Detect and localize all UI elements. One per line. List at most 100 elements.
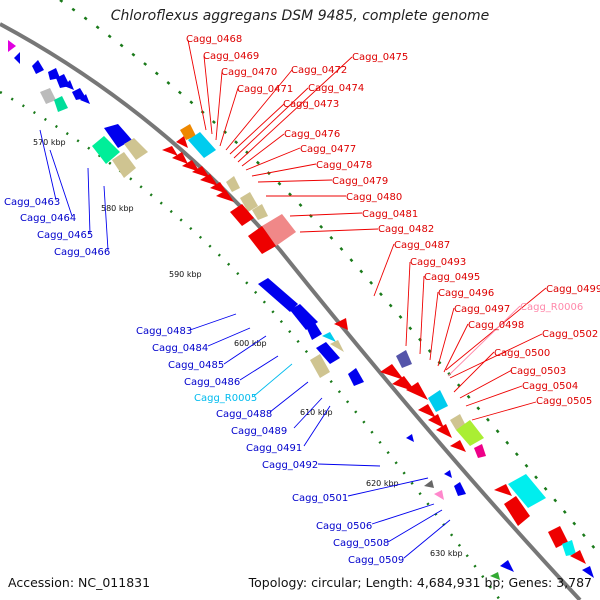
gene-forward xyxy=(262,214,296,246)
gene-forward xyxy=(436,424,452,438)
tick-ring-inner xyxy=(0,90,502,600)
label-cagg-0505: Cagg_0505 xyxy=(536,396,592,407)
gene-reverse xyxy=(14,52,20,64)
gene-reverse xyxy=(112,152,136,178)
gene-reverse xyxy=(322,332,336,342)
gene-forward xyxy=(172,152,188,164)
gene-forward xyxy=(418,404,436,418)
scale-label-580: 580 kbp xyxy=(101,204,134,213)
label-cagg-0487: Cagg_0487 xyxy=(394,240,450,251)
gene-reverse xyxy=(500,560,514,572)
label-cagg-0506: Cagg_0506 xyxy=(316,521,372,532)
gene-forward xyxy=(182,160,200,172)
tick-ring-outer xyxy=(59,0,600,556)
leader-r0006 xyxy=(447,305,521,377)
gene-forward xyxy=(504,496,530,526)
label-cagg-0478: Cagg_0478 xyxy=(316,160,372,171)
reverse-leaders xyxy=(39,129,451,559)
label-cagg-0474: Cagg_0474 xyxy=(308,83,364,94)
gene-reverse xyxy=(406,434,414,442)
label-cagg-0504: Cagg_0504 xyxy=(522,381,578,392)
label-cagg-0493: Cagg_0493 xyxy=(410,257,466,268)
label-cagg-0502: Cagg_0502 xyxy=(542,329,598,340)
label-cagg-0463: Cagg_0463 xyxy=(4,197,60,208)
label-cagg-0473: Cagg_0473 xyxy=(283,99,339,110)
label-cagg-0481: Cagg_0481 xyxy=(362,209,418,220)
gene-forward xyxy=(248,226,276,254)
gene-forward xyxy=(210,182,228,194)
label-cagg-0498: Cagg_0498 xyxy=(468,320,524,331)
label-cagg-r0005: Cagg_R0005 xyxy=(194,393,257,404)
label-cagg-0482: Cagg_0482 xyxy=(378,224,434,235)
gene-reverse xyxy=(124,138,148,160)
label-cagg-0495: Cagg_0495 xyxy=(424,272,480,283)
label-cagg-0485: Cagg_0485 xyxy=(168,360,224,371)
gene-reverse xyxy=(80,94,90,104)
forward-leaders xyxy=(187,39,547,421)
gene-forward xyxy=(176,136,188,148)
label-cagg-0499: Cagg_0499 xyxy=(546,284,600,295)
gene-forward xyxy=(216,190,234,202)
gene-reverse xyxy=(330,340,344,352)
gene-forward xyxy=(428,414,444,428)
gene-forward xyxy=(562,540,576,556)
gene-forward xyxy=(396,350,412,368)
label-cagg-0491: Cagg_0491 xyxy=(246,443,302,454)
gene-forward xyxy=(582,566,594,578)
gene-forward xyxy=(180,124,196,140)
gene-forward xyxy=(252,204,268,220)
label-cagg-0483: Cagg_0483 xyxy=(136,326,192,337)
gene-reverse xyxy=(348,368,364,386)
label-cagg-0500: Cagg_0500 xyxy=(494,348,550,359)
label-cagg-0469: Cagg_0469 xyxy=(203,51,259,62)
forward-label-group: Cagg_0468 Cagg_0469 Cagg_0470 Cagg_0471 … xyxy=(186,34,600,407)
scale-label-590: 590 kbp xyxy=(169,270,202,279)
gene-forward xyxy=(450,440,466,452)
gene-reverse xyxy=(40,88,56,104)
gene-reverse xyxy=(54,96,68,112)
label-cagg-0501: Cagg_0501 xyxy=(292,493,348,504)
scale-label-600: 600 kbp xyxy=(234,339,267,348)
gene-reverse xyxy=(64,80,74,90)
gene-forward xyxy=(334,318,348,330)
label-cagg-0509: Cagg_0509 xyxy=(348,555,404,566)
label-cagg-0477: Cagg_0477 xyxy=(300,144,356,155)
gene-forward xyxy=(240,192,258,212)
gene-reverse xyxy=(48,68,60,80)
gene-reverse xyxy=(304,318,322,340)
label-cagg-r0006: Cagg_R0006 xyxy=(520,302,583,313)
label-cagg-0488: Cagg_0488 xyxy=(216,409,272,420)
gene-forward xyxy=(192,166,210,178)
gene-reverse xyxy=(92,136,120,164)
gene-forward xyxy=(508,474,546,508)
label-cagg-0470: Cagg_0470 xyxy=(221,67,277,78)
gene-forward xyxy=(548,526,568,548)
reverse-label-group: Cagg_0463 Cagg_0464 Cagg_0465 Cagg_0466 … xyxy=(4,197,404,566)
gene-reverse xyxy=(258,278,298,312)
label-cagg-0508: Cagg_0508 xyxy=(333,538,389,549)
gene-reverse xyxy=(444,470,452,478)
label-cagg-0476: Cagg_0476 xyxy=(284,129,340,140)
label-cagg-0465: Cagg_0465 xyxy=(37,230,93,241)
gene-forward xyxy=(406,382,428,400)
gene-forward xyxy=(200,174,218,186)
gene-reverse xyxy=(454,482,466,496)
gene-reverse xyxy=(434,490,444,500)
gene-forward xyxy=(428,390,448,412)
leader-r0005 xyxy=(253,363,293,397)
label-cagg-0472: Cagg_0472 xyxy=(291,65,347,76)
gene-reverse xyxy=(8,40,16,52)
label-cagg-0489: Cagg_0489 xyxy=(231,426,287,437)
scale-label-620: 620 kbp xyxy=(366,479,399,488)
gene-forward xyxy=(380,364,404,380)
gene-forward xyxy=(494,484,512,496)
gene-forward xyxy=(162,146,178,156)
gene-forward xyxy=(570,550,586,564)
gene-forward xyxy=(226,176,240,192)
label-cagg-0471: Cagg_0471 xyxy=(237,84,293,95)
scale-labels: 570 kbp 580 kbp 590 kbp 600 kbp 610 kbp … xyxy=(33,138,463,558)
label-cagg-0497: Cagg_0497 xyxy=(454,304,510,315)
gene-reverse xyxy=(490,572,500,580)
gene-forward xyxy=(456,420,484,446)
